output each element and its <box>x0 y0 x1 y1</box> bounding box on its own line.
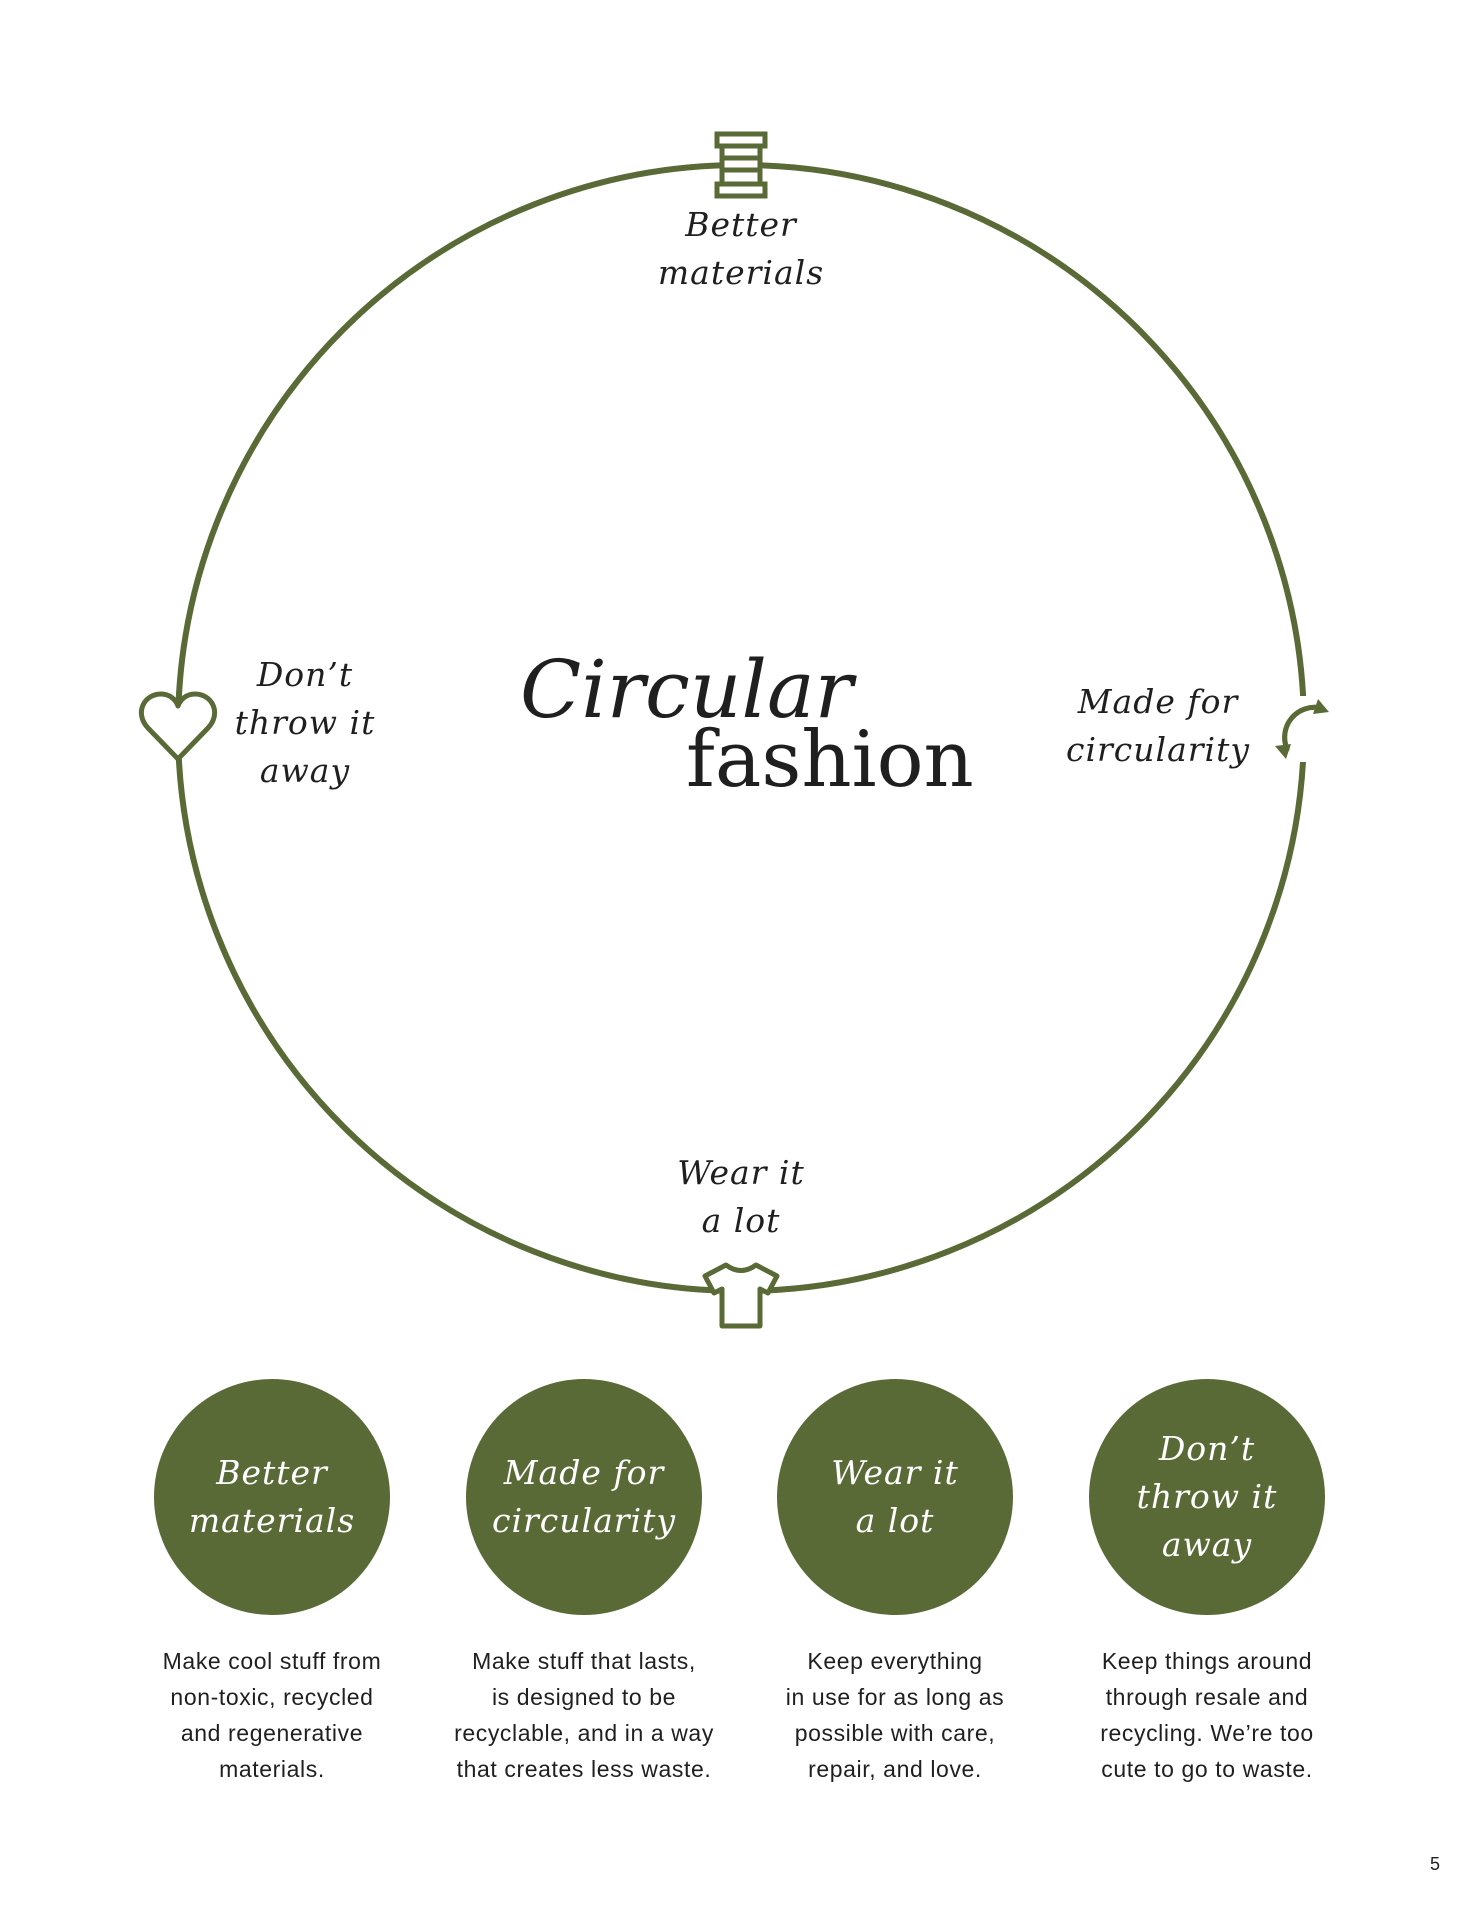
cycle-node-better-materials: Better materials <box>657 205 825 292</box>
pillar-badge-wear-it-a-lot: Wear it a lot <box>777 1379 1013 1615</box>
title-fashion: fashion <box>686 715 974 805</box>
cycle-node-wear-it-a-lot: Wear it a lot <box>677 1153 805 1240</box>
recycle-arrows-icon <box>1268 696 1334 762</box>
pillar-label: Wear it a lot <box>831 1453 959 1540</box>
pillar-label: Better materials <box>188 1453 356 1540</box>
title-circular: Circular <box>520 643 853 736</box>
pillar-description-better-materials: Make cool stuff from non-toxic, recycled… <box>162 1648 382 1782</box>
spool-icon <box>714 131 768 199</box>
cycle-node-made-for-circularity: Made for circularity <box>1065 682 1250 769</box>
pillar-description-made-for-circularity: Make stuff that lasts, is designed to be… <box>454 1648 714 1782</box>
pillar-description-dont-throw-it-away: Keep things around through resale and re… <box>1100 1648 1314 1782</box>
pillar-badge-made-for-circularity: Made for circularity <box>466 1379 702 1615</box>
pillar-label: Made for circularity <box>491 1453 676 1540</box>
heart-icon <box>138 691 218 762</box>
pillar-badge-better-materials: Better materials <box>154 1379 390 1615</box>
cycle-node-dont-throw-it-away: Don’t throw it away <box>234 655 376 790</box>
page-number: 5 <box>1429 1854 1440 1874</box>
pillar-label: Don’t throw it away <box>1136 1429 1278 1564</box>
pillar-description-wear-it-a-lot: Keep everything in use for as long as po… <box>785 1648 1005 1782</box>
tshirt-icon <box>702 1262 780 1329</box>
pillar-badge-dont-throw-it-away: Don’t throw it away <box>1089 1379 1325 1615</box>
